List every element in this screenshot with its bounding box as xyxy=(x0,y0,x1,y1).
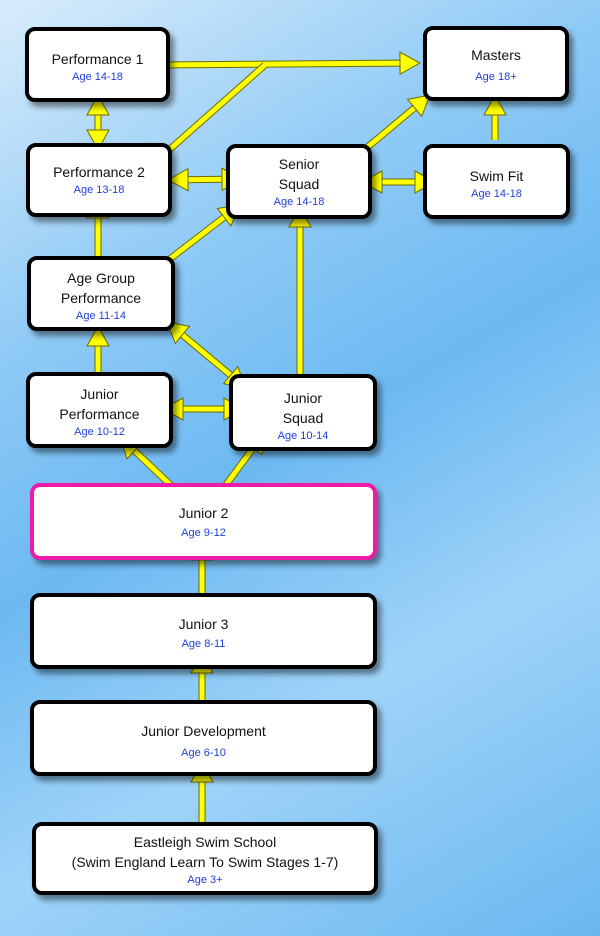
node-name: Age Group Performance xyxy=(60,270,142,306)
node-masters: Masters Age 18+ xyxy=(423,26,569,101)
node-name: Performance 1 xyxy=(51,51,144,67)
node-name: Masters xyxy=(471,47,521,63)
node-age: Age 11-14 xyxy=(76,310,126,322)
node-age: Age 18+ xyxy=(475,71,517,83)
node-age: Age 14-18 xyxy=(273,196,325,208)
node-age: Age 14-18 xyxy=(72,71,123,83)
node-name: Swim Fit xyxy=(469,168,524,184)
node-age-group-performance: Age Group Performance Age 11-14 xyxy=(27,256,175,331)
node-name: Eastleigh Swim School (Swim England Lear… xyxy=(71,834,339,870)
node-junior-performance: Junior Performance Age 10-12 xyxy=(26,372,173,448)
node-name: Junior Performance xyxy=(59,386,140,422)
node-eastleigh-swim-school: Eastleigh Swim School (Swim England Lear… xyxy=(32,822,378,895)
node-junior-3: Junior 3 Age 8-11 xyxy=(30,593,377,669)
arrow-swimfit-to-masters xyxy=(483,93,507,140)
arrow-perf2-to-masters-line xyxy=(157,62,268,161)
node-swim-fit: Swim Fit Age 14-18 xyxy=(423,144,570,219)
node-name: Junior 3 xyxy=(178,616,229,632)
node-age: Age 13-18 xyxy=(73,184,125,196)
arrow-jrperf-to-agegroup xyxy=(86,324,110,378)
node-age: Age 10-14 xyxy=(277,430,329,442)
node-age: Age 10-12 xyxy=(74,426,125,438)
node-name: Junior Development xyxy=(141,723,266,739)
node-junior-development: Junior Development Age 6-10 xyxy=(30,700,377,776)
node-age: Age 14-18 xyxy=(471,188,522,200)
arrow-jrsquad-to-senior xyxy=(288,205,312,378)
node-name: Junior 2 xyxy=(178,505,229,521)
node-age: Age 9-12 xyxy=(181,527,226,539)
node-junior-2: Junior 2 Age 9-12 xyxy=(30,483,377,560)
node-senior-squad: Senior Squad Age 14-18 xyxy=(226,144,372,219)
node-performance-1: Performance 1 Age 14-18 xyxy=(25,27,170,102)
arrow-perf1-to-masters xyxy=(157,51,422,76)
node-age: Age 3+ xyxy=(187,874,223,886)
node-age: Age 6-10 xyxy=(181,747,226,759)
node-age: Age 8-11 xyxy=(181,638,226,650)
node-name: Junior Squad xyxy=(282,390,324,426)
node-junior-squad: Junior Squad Age 10-14 xyxy=(229,374,377,451)
node-performance-2: Performance 2 Age 13-18 xyxy=(26,143,172,217)
node-name: Senior Squad xyxy=(278,156,320,192)
node-name: Performance 2 xyxy=(53,164,145,180)
arrow-perf1-perf2 xyxy=(86,93,110,152)
